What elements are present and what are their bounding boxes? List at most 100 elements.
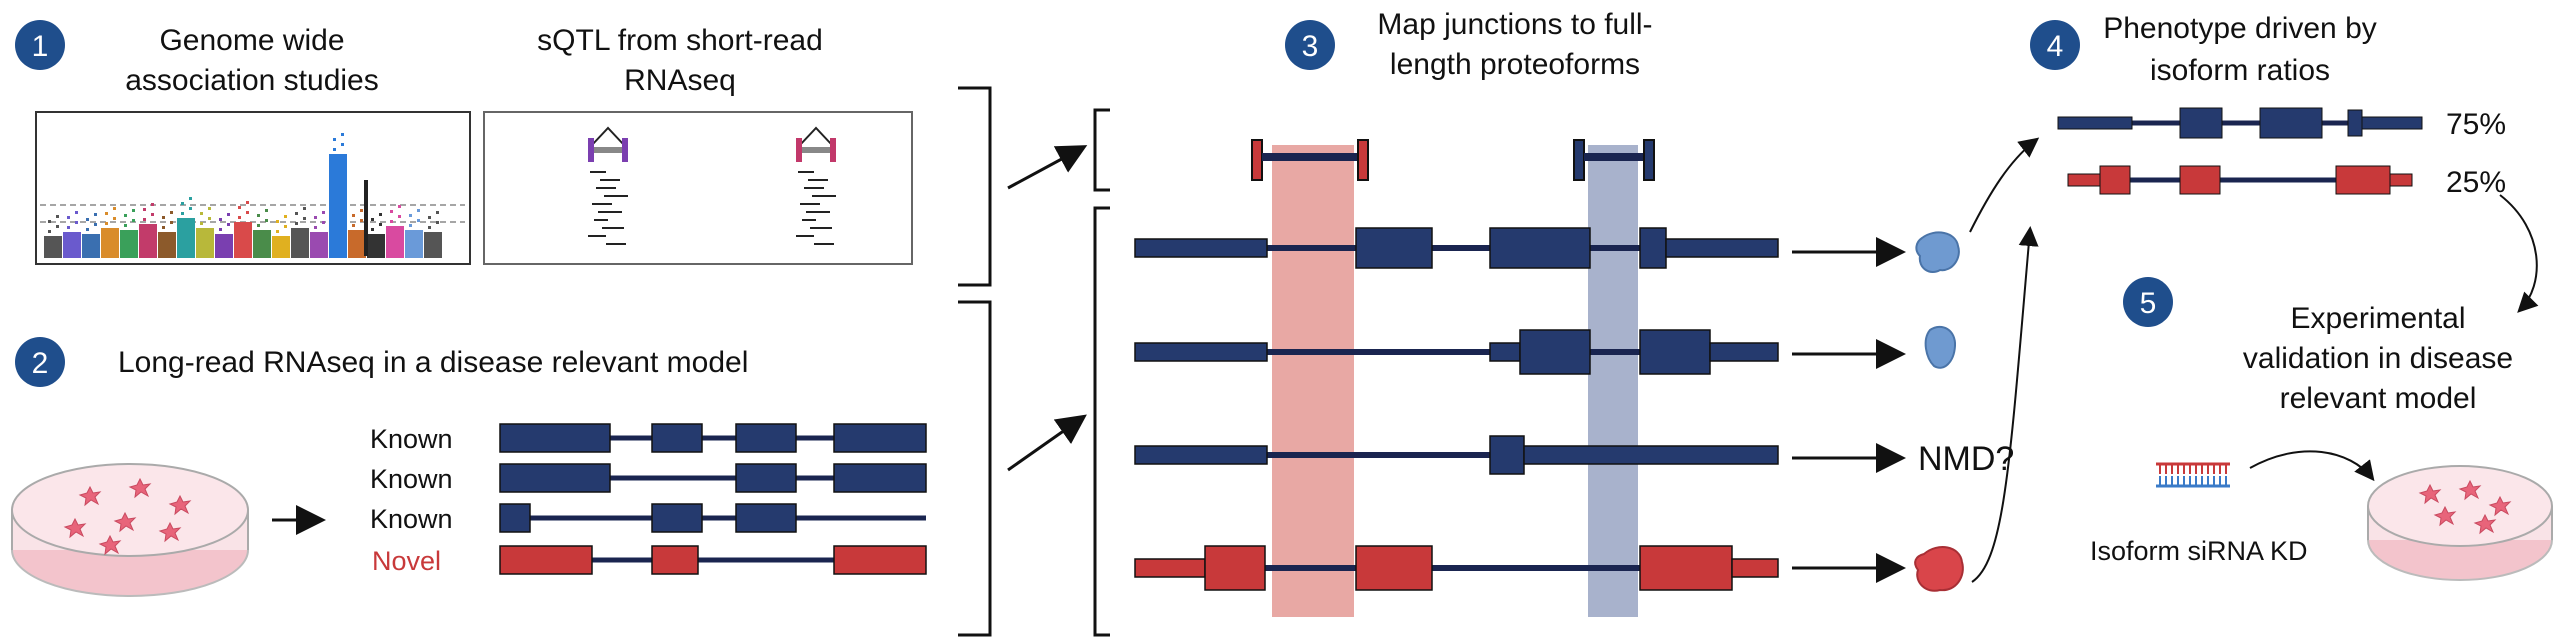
- bracket-step2-right: [958, 300, 992, 637]
- manhattan-point: [124, 214, 127, 217]
- manhattan-bar: [177, 218, 195, 258]
- manhattan-point: [303, 207, 306, 210]
- junction-highlight-blue: [1588, 145, 1638, 617]
- manhattan-point: [200, 212, 203, 215]
- step-3-section: 3 Map junctions to full- length proteofo…: [1134, 8, 2014, 617]
- arrow-protein-to-phenotype: [1969, 137, 2040, 233]
- step-2-section: 2 Long-read RNAseq in a disease relevant…: [11, 337, 927, 597]
- manhattan-point: [48, 230, 51, 233]
- manhattan-point: [360, 219, 363, 222]
- sqtl-junction-pink: [796, 126, 836, 162]
- manhattan-point: [56, 225, 59, 228]
- manhattan-point: [371, 228, 374, 231]
- manhattan-bar: [82, 234, 100, 258]
- isoform-known-1: [499, 423, 927, 453]
- manhattan-point: [428, 226, 431, 229]
- manhattan-point: [48, 220, 51, 223]
- manhattan-point: [417, 219, 420, 222]
- manhattan-point: [227, 223, 230, 226]
- manhattan-point: [390, 210, 393, 213]
- map-title-line-1: Map junctions to full-: [1377, 8, 1652, 41]
- manhattan-plot: [35, 111, 471, 265]
- manhattan-bar: [310, 232, 328, 258]
- manhattan-bar: [63, 232, 81, 258]
- validation-title-line-2: validation in disease: [2243, 342, 2513, 375]
- manhattan-point: [75, 211, 78, 214]
- manhattan-point: [265, 209, 268, 212]
- svg-text:4: 4: [2047, 30, 2064, 63]
- manhattan-point: [257, 224, 260, 227]
- bracket-junctions-left: [1093, 108, 1110, 192]
- manhattan-bar: [101, 228, 119, 258]
- manhattan-point: [67, 226, 70, 229]
- manhattan-point: [409, 214, 412, 217]
- arrow-novel-protein-to-phenotype: [1971, 226, 2039, 583]
- step-3-badge: 3: [1285, 20, 1335, 70]
- manhattan-point: [132, 209, 135, 212]
- manhattan-point: [371, 218, 374, 221]
- validation-title-line-3: relevant model: [2280, 382, 2477, 415]
- manhattan-point: [333, 138, 336, 141]
- phenotype-title-line-1: Phenotype driven by: [2103, 12, 2377, 45]
- manhattan-point: [246, 211, 249, 214]
- manhattan-point: [208, 217, 211, 220]
- isoform-label-known-3: Known: [370, 504, 453, 534]
- manhattan-bar: [215, 234, 233, 258]
- protein-blue-truncated-icon: [1924, 325, 1957, 369]
- manhattan-point: [341, 143, 344, 146]
- ratio-blue-percent: 75%: [2446, 108, 2506, 141]
- junction-highlight-red: [1272, 145, 1354, 617]
- validation-petri-dish-icon: [2367, 465, 2553, 581]
- manhattan-point: [398, 205, 401, 208]
- manhattan-bar: [139, 224, 157, 258]
- manhattan-bar: [291, 228, 309, 258]
- isoform-known-3: [499, 503, 926, 533]
- manhattan-point: [314, 216, 317, 219]
- manhattan-point: [124, 224, 127, 227]
- manhattan-bar: [405, 230, 423, 258]
- manhattan-point: [409, 224, 412, 227]
- manhattan-point: [75, 221, 78, 224]
- manhattan-point: [417, 209, 420, 212]
- manhattan-point: [227, 213, 230, 216]
- gwas-title-line-2: association studies: [125, 64, 378, 97]
- manhattan-point: [151, 213, 154, 216]
- manhattan-point: [436, 211, 439, 214]
- manhattan-bar: [234, 222, 252, 258]
- manhattan-point: [113, 217, 116, 220]
- manhattan-point: [162, 226, 165, 229]
- manhattan-bar: [348, 230, 366, 258]
- manhattan-bar: [44, 236, 62, 258]
- manhattan-point: [360, 209, 363, 212]
- step-5-badge: 5: [2123, 277, 2173, 327]
- manhattan-point: [276, 230, 279, 233]
- step-4-badge: 4: [2030, 20, 2080, 70]
- manhattan-point: [86, 218, 89, 221]
- manhattan-bar: [196, 228, 214, 258]
- isoform-ratio-red: [2067, 165, 2413, 195]
- connector-brackets: [958, 86, 1110, 637]
- manhattan-point: [200, 222, 203, 225]
- manhattan-point: [333, 148, 336, 151]
- bracket-proteoforms-left: [1093, 206, 1110, 637]
- manhattan-point: [428, 216, 431, 219]
- manhattan-point: [238, 206, 241, 209]
- sqtl-title-line-2: RNAseq: [624, 64, 736, 97]
- svg-text:1: 1: [32, 30, 49, 63]
- long-read-title: Long-read RNAseq in a disease relevant m…: [118, 346, 748, 379]
- manhattan-point: [238, 216, 241, 219]
- manhattan-bar: [386, 226, 404, 258]
- arrow-to-proteoforms: [1007, 414, 1087, 472]
- protein-blue-full-icon: [1915, 231, 1960, 274]
- arrow-phenotype-to-validation: [2499, 194, 2539, 313]
- manhattan-point: [436, 221, 439, 224]
- arrow-to-junctions: [1007, 145, 1088, 190]
- proteoform-transcript-4-novel: [1134, 545, 1779, 591]
- manhattan-bar: [329, 154, 347, 258]
- manhattan-peak: [364, 180, 368, 256]
- ratio-red-percent: 25%: [2446, 166, 2506, 199]
- manhattan-point: [303, 217, 306, 220]
- manhattan-point: [276, 220, 279, 223]
- step-4-section: 4 Phenotype driven by isoform ratios 75%…: [2030, 12, 2506, 199]
- proteoform-transcript-1: [1134, 227, 1779, 269]
